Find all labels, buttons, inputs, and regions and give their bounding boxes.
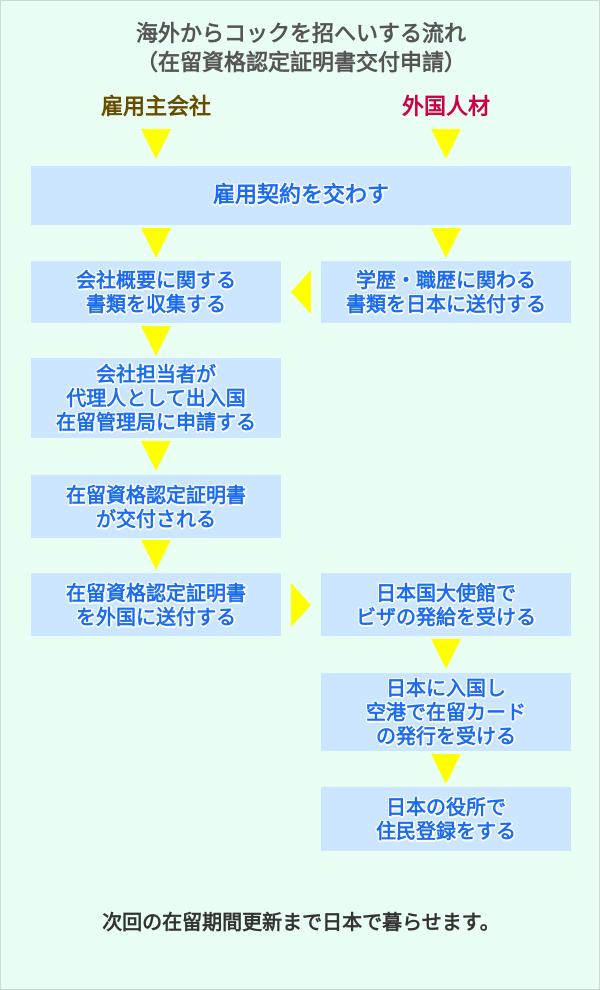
arrow-down-icon [431,129,461,159]
arrow-down-icon [431,228,461,258]
arrow-left-icon [291,270,311,314]
arrow-right-icon [291,583,311,627]
arrow-down-icon [141,228,171,258]
arrow-down-icon [141,540,171,570]
arrow-down-icon [141,129,171,159]
step-worker-docs: 学歴・職歴に関わる 書類を日本に送付する [321,261,571,323]
header-foreign-worker: 外国人材 [401,95,490,120]
step-send-abroad: 在留資格認定証明書 を外国に送付する [31,573,281,636]
arrow-down-icon [141,326,171,356]
step-visa: 日本国大使館で ビザの発給を受ける [321,573,571,636]
arrow-down-icon [431,639,461,669]
arrow-down-icon [431,754,461,784]
step-apply: 会社担当者が 代理人として出入国 在留管理局に申請する [31,358,281,438]
arrow-down-icon [141,441,171,471]
step-issued: 在留資格認定証明書 が交付される [31,475,281,538]
title-line1: 海外からコックを招へいする流れ [135,22,466,47]
step-company-docs: 会社概要に関する 書類を収集する [31,261,281,323]
step-contract: 雇用契約を交わす [31,166,571,225]
step-enter-japan: 日本に入国し 空港で在留カード の発行を受ける [321,673,571,751]
header-employer: 雇用主会社 [100,95,211,120]
step-register: 日本の役所で 住民登録をする [321,787,571,851]
footer-note: 次回の在留期間更新まで日本で暮らせます。 [102,910,500,934]
title-line2: （在留資格認定証明書交付申請） [135,51,466,76]
